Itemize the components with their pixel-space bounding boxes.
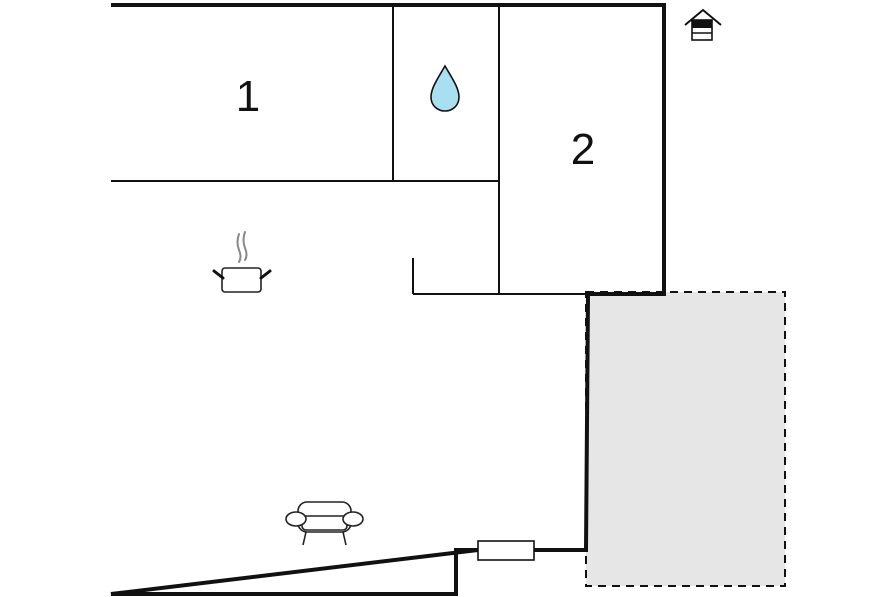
interior-walls: [111, 5, 586, 295]
window-door-icon: [477, 540, 535, 561]
terrace-area: [585, 291, 786, 587]
sofa-icon: [285, 501, 364, 546]
room-label-1: 1: [236, 72, 260, 121]
room-label-2: 2: [571, 125, 595, 174]
kitchen-pot-icon: [212, 231, 272, 293]
house-orientation-icon: [684, 8, 722, 41]
bathroom-water-drop-icon: [430, 64, 460, 112]
outer-walls: [110, 3, 666, 596]
